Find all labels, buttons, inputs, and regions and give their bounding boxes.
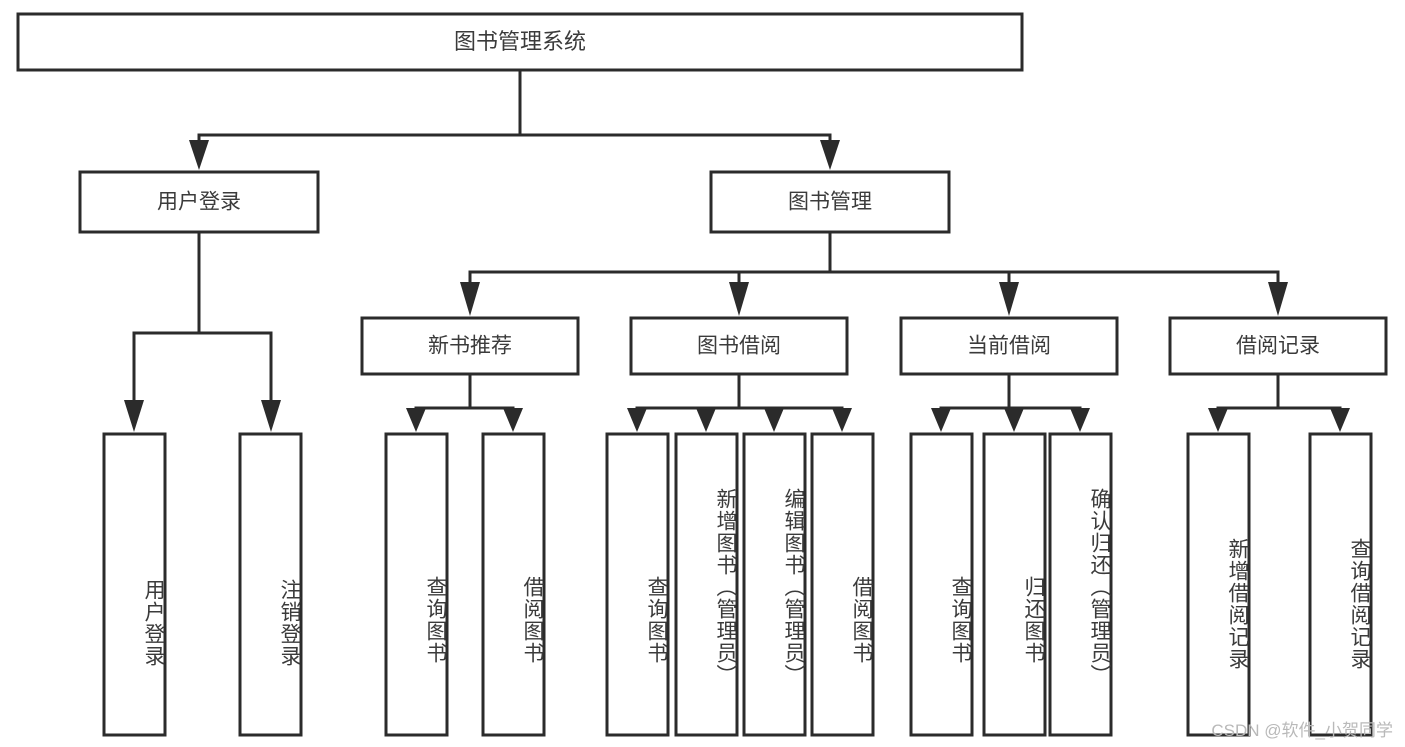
arrow-head-leaf-borrow-edit-book [764, 408, 784, 432]
node-leaf-borrow-borrow-book-box[interactable] [810, 432, 875, 737]
arrow-head-leaf-rec-borrow-book [503, 408, 523, 432]
node-book-manage-label: 图书管理 [788, 191, 872, 214]
node-leaf-borrow-query-book-box[interactable] [605, 432, 670, 737]
arrow-head-leaf-cur-query-book [931, 408, 951, 432]
node-book-borrow-label: 图书借阅 [697, 335, 781, 358]
node-book-manage-box[interactable] [709, 170, 951, 234]
arrow-head-leaf-cur-return-book [1004, 408, 1024, 432]
arrow-head-user-login [189, 140, 209, 170]
node-user-login[interactable]: 用户登录 [78, 170, 320, 234]
csdn-watermark: CSDN @软件_小贺同学 [1211, 721, 1393, 740]
node-user-login-label: 用户登录 [157, 191, 241, 214]
arrow-head-leaf-borrow-borrow-book [832, 408, 852, 432]
node-borrow-record-box[interactable] [1168, 316, 1388, 376]
node-leaf-user-login-box[interactable] [102, 432, 167, 737]
nodes-group: 图书管理系统 用户登录 图书管理 新书推荐 图书借阅 当前 [16, 12, 1388, 737]
node-new-book-recommend[interactable]: 新书推荐 [360, 316, 580, 376]
node-new-book-recommend-box[interactable] [360, 316, 580, 376]
arrow-head-book-borrow [729, 282, 749, 316]
node-leaf-cur-confirm-return-box[interactable] [1048, 432, 1113, 737]
node-leaf-borrow-add-book-box[interactable] [674, 432, 739, 737]
node-borrow-record-label: 借阅记录 [1236, 335, 1320, 358]
node-current-borrow[interactable]: 当前借阅 [899, 316, 1119, 376]
arrow-head-leaf-borrow-query-book [627, 408, 647, 432]
arrow-head-leaf-rec-query-record [1330, 408, 1350, 432]
node-leaf-rec-borrow-book-box[interactable] [481, 432, 546, 737]
arrow-head-current-borrow [999, 282, 1019, 316]
arrow-head-leaf-user-logout [261, 400, 281, 432]
node-leaf-rec-query-book-box[interactable] [384, 432, 449, 737]
node-leaf-user-logout-box[interactable] [238, 432, 303, 737]
node-book-borrow[interactable]: 图书借阅 [629, 316, 849, 376]
arrow-head-book-manage [820, 140, 840, 170]
arrow-head-leaf-borrow-add-book [696, 408, 716, 432]
arrow-head-new-book-recommend [460, 282, 480, 316]
node-book-borrow-box[interactable] [629, 316, 849, 376]
node-leaf-rec-add-record-box[interactable] [1186, 432, 1251, 737]
node-leaf-rec-query-record-box[interactable] [1308, 432, 1373, 737]
node-root[interactable]: 图书管理系统 [16, 12, 1024, 72]
node-user-login-box[interactable] [78, 170, 320, 234]
arrow-head-borrow-record [1268, 282, 1288, 316]
node-new-book-recommend-label: 新书推荐 [428, 335, 512, 358]
node-book-manage[interactable]: 图书管理 [709, 170, 951, 234]
connectors-group [124, 68, 1350, 432]
node-leaf-cur-return-book-box[interactable] [982, 432, 1047, 737]
arrow-head-leaf-user-login [124, 400, 144, 432]
arrow-head-leaf-cur-confirm-return [1070, 408, 1090, 432]
node-leaf-cur-query-book-box[interactable] [909, 432, 974, 737]
node-root-label: 图书管理系统 [454, 29, 586, 54]
arrow-head-leaf-rec-add-record [1208, 408, 1228, 432]
node-current-borrow-label: 当前借阅 [967, 335, 1051, 358]
node-root-box[interactable] [16, 12, 1024, 72]
node-leaf-borrow-edit-book-box[interactable] [742, 432, 807, 737]
node-borrow-record[interactable]: 借阅记录 [1168, 316, 1388, 376]
node-current-borrow-box[interactable] [899, 316, 1119, 376]
arrow-head-leaf-rec-query-book [406, 408, 426, 432]
